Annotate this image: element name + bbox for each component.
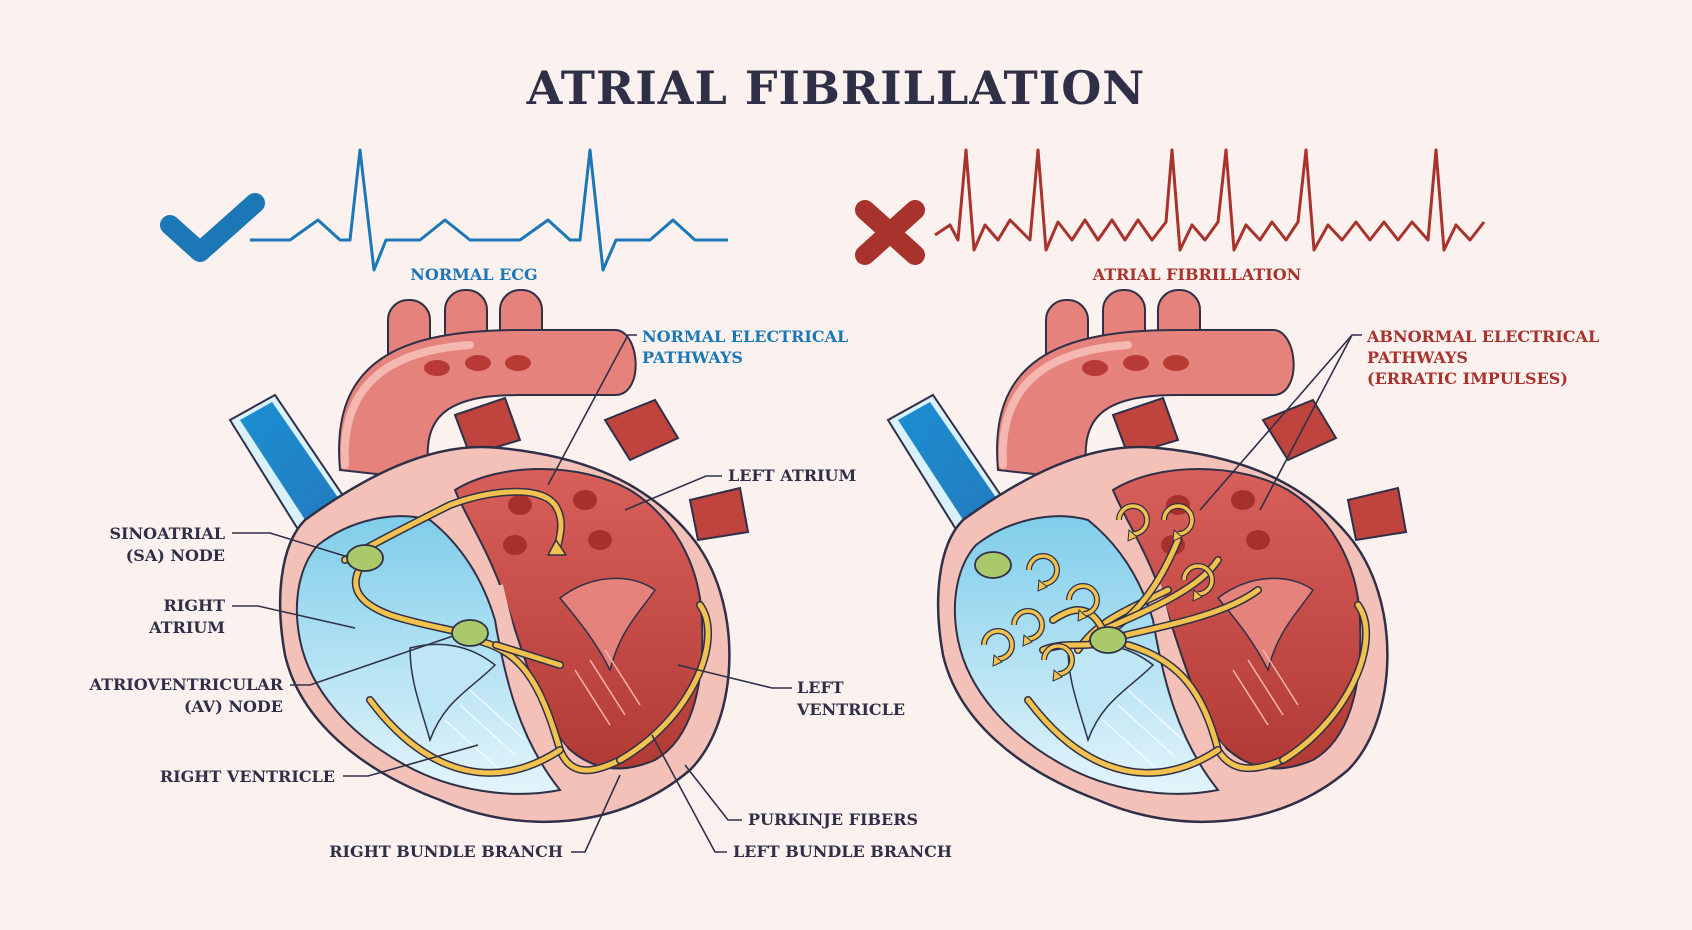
afib-ecg-trace <box>934 148 1486 252</box>
erratic-pathways <box>1024 536 1371 777</box>
cross-icon <box>855 200 925 265</box>
sa-node <box>346 544 384 572</box>
purkinje-fibers-label: PURKINJE FIBERS <box>748 810 918 829</box>
afib-ecg-label: ATRIAL FIBRILLATION <box>1092 265 1302 284</box>
sa-node-label: SINOATRIAL(SA) NODE <box>110 524 226 565</box>
page-title: ATRIAL FIBRILLATION <box>526 61 1146 115</box>
normal-heart <box>230 290 748 822</box>
left-bundle-branch-label: LEFT BUNDLE BRANCH <box>733 842 952 861</box>
normal-ecg-label: NORMAL ECG <box>410 265 537 284</box>
right-ventricle-label: RIGHT VENTRICLE <box>160 767 335 786</box>
right-bundle-branch-label: RIGHT BUNDLE BRANCH <box>329 842 563 861</box>
left-atrium-label: LEFT ATRIUM <box>728 466 856 485</box>
av-node-label: ATRIOVENTRICULAR(AV) NODE <box>89 675 284 716</box>
check-icon <box>160 193 265 262</box>
afib-ecg: ATRIAL FIBRILLATION <box>855 148 1486 284</box>
normal-ecg: NORMAL ECG <box>160 148 728 284</box>
normal-ecg-trace <box>250 148 728 272</box>
av-node <box>451 619 489 647</box>
normal-pathways <box>341 487 712 777</box>
afib-heart <box>888 290 1406 822</box>
